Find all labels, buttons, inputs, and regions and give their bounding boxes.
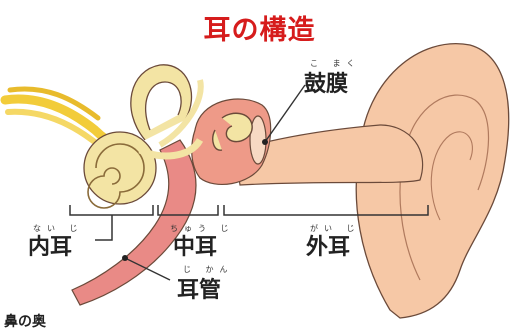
outer-ear-label: 外耳 xyxy=(306,229,350,261)
page-title: 耳の構造 xyxy=(0,8,519,47)
tube-pointer-dot xyxy=(122,255,128,261)
nose-back-label: 鼻の奥 xyxy=(4,311,46,331)
eardrum-label: 鼓膜 xyxy=(304,66,348,98)
cochlea xyxy=(84,132,156,208)
ear-tube-label: 耳管 xyxy=(177,272,221,304)
middle-ear-label: 中耳 xyxy=(173,229,217,261)
inner-ear-label: 内耳 xyxy=(28,229,72,261)
eardrum-pointer-dot xyxy=(262,139,268,145)
